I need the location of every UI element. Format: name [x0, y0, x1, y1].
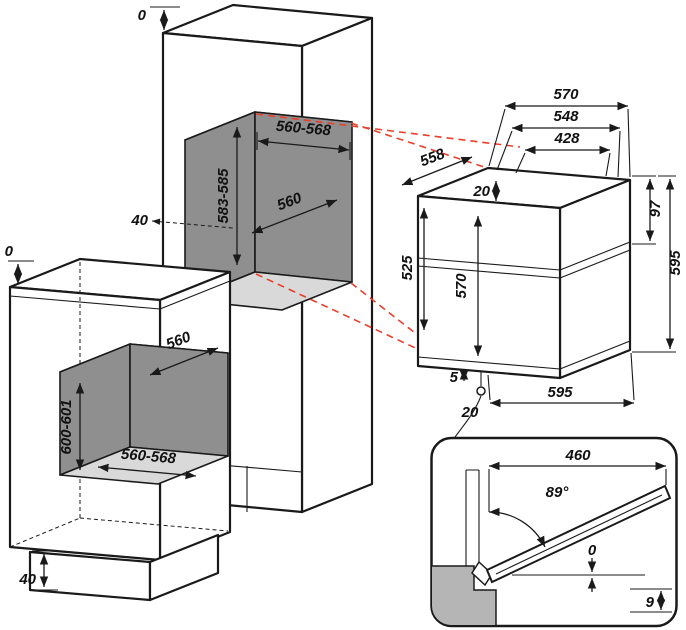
- hidden-bottom-edge: [79, 517, 229, 532]
- niche-back-wall: [129, 343, 229, 457]
- oven-front-face: [416, 194, 562, 380]
- dim-oven-overall-height: 595: [667, 250, 684, 276]
- angle-arc: [488, 507, 546, 548]
- counter-edge-front: [9, 295, 161, 310]
- alignment-line-top-1: [255, 113, 521, 148]
- dim-oven-body-width: 548: [553, 108, 579, 125]
- dim-oven-bottom-offset: 5: [450, 369, 459, 386]
- dim-floor-clearance: 9: [646, 594, 655, 611]
- door-glass-line: [495, 494, 663, 575]
- dim-base-niche-height: 600-601: [58, 399, 75, 454]
- detail-callout-marker: [476, 386, 486, 396]
- oven-drawing: 570 548 428 558 20 97 595 525 57: [399, 86, 684, 459]
- alignment-line-bottom-1: [255, 273, 425, 353]
- base-unit-drawing: 0 560 600-601 560-568 40: [5, 243, 232, 602]
- door-bottom-line-side: [559, 340, 631, 370]
- niche-back-wall: [254, 111, 353, 283]
- base-unit-plinth-front: [28, 550, 152, 602]
- open-door: [485, 484, 672, 584]
- base-unit-plinth-side: [148, 533, 220, 602]
- dim-oven-front-height: 570: [453, 273, 470, 299]
- dim-oven-overall-width-bottom: 595: [547, 384, 573, 401]
- dim-oven-panel-height: 97: [647, 200, 664, 217]
- dim-tall-top-clearance: 0: [138, 7, 147, 24]
- alignment-line-bottom-2: [350, 282, 425, 341]
- dim-oven-overall-width: 570: [553, 86, 579, 103]
- control-panel-line-front: [417, 257, 561, 271]
- dim-base-plinth-clearance: 40: [18, 571, 36, 588]
- dim-oven-top-inset: 20: [472, 183, 490, 200]
- dim-oven-inner-width: 428: [553, 130, 580, 147]
- plinth-cross-section: [432, 565, 497, 625]
- dim-tall-niche-width: 560-568: [275, 118, 332, 140]
- dim-base-niche-width: 560-568: [120, 446, 177, 468]
- alignment-lines: [255, 113, 521, 353]
- door-detail-inset: 460 89° 0 9: [430, 436, 678, 628]
- door-bottom-line-front: [417, 356, 561, 370]
- dim-door-width: 460: [564, 447, 591, 464]
- counter-edge-side: [159, 280, 231, 310]
- oven-side-face: [558, 178, 632, 380]
- door-top-line-side: [559, 249, 631, 279]
- dim-tall-niche-height: 583-585: [215, 168, 232, 224]
- dim-tall-rear-clearance: 40: [130, 212, 148, 229]
- door-top-line-front: [417, 265, 561, 279]
- dim-flush-offset: 0: [588, 542, 597, 559]
- dim-oven-body-depth: 525: [399, 255, 416, 281]
- dim-oven-depth: 558: [418, 145, 448, 170]
- hidden-bottom-left-edge: [9, 517, 81, 548]
- inset-content: 460 89° 0 9: [432, 447, 672, 625]
- control-panel-line-side: [559, 241, 631, 271]
- dim-opening-angle: 89°: [546, 484, 570, 501]
- dim-base-top-clearance: 0: [5, 243, 14, 260]
